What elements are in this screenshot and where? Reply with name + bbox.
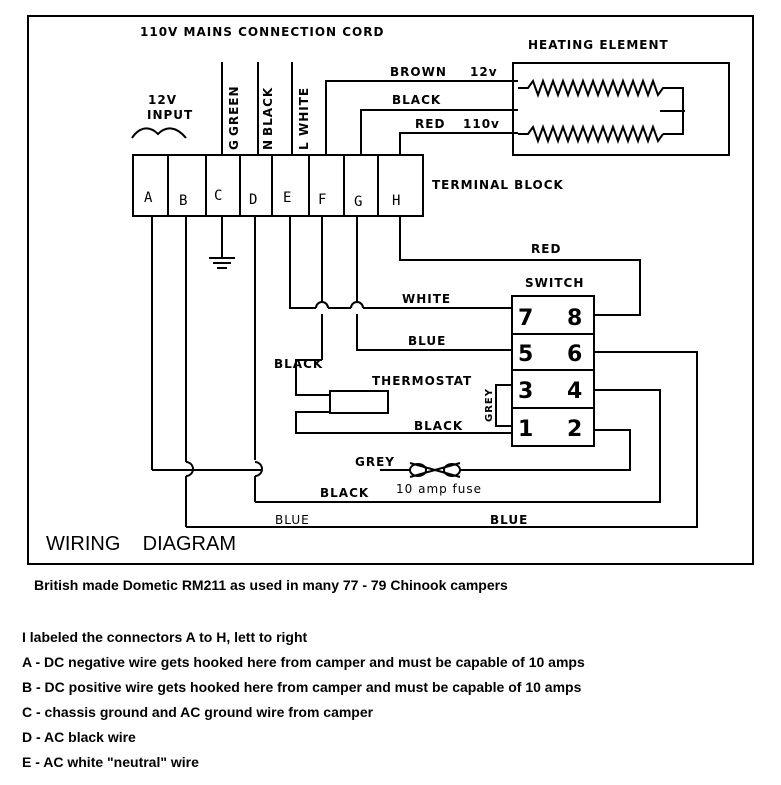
wire-label-12v: 12v	[470, 65, 498, 79]
wire-label-black-thermo: BLACK	[414, 419, 463, 433]
input-label: INPUT	[147, 108, 193, 122]
heating-element-label: HEATING ELEMENT	[528, 38, 669, 52]
wire-label-white: WHITE	[402, 292, 451, 306]
heating-coil-top	[518, 78, 684, 135]
terminal-f: F	[318, 192, 326, 208]
switch-terminal-5: 5	[518, 342, 533, 367]
switch-terminal-6: 6	[567, 342, 582, 367]
note-line: D - AC black wire	[22, 729, 136, 745]
heating-coil-bottom	[518, 124, 664, 144]
fuse-icon	[409, 462, 461, 478]
input-brace	[131, 127, 187, 139]
terminal-c: C	[214, 188, 222, 204]
switch-terminal-8: 8	[567, 306, 582, 331]
wire-label-black-bottom: BLACK	[320, 486, 369, 500]
switch-terminal-3: 3	[518, 379, 533, 404]
wiring-diagram: 110V MAINS CONNECTION CORD HEATING ELEME…	[27, 15, 754, 565]
switch-terminal-4: 4	[567, 379, 582, 404]
switch-label: SWITCH	[525, 276, 584, 290]
terminal-e: E	[283, 190, 291, 206]
thermostat-box	[329, 390, 389, 414]
fuse-label: 10 amp fuse	[396, 482, 482, 496]
terminal-a: A	[144, 190, 153, 206]
wire-label-red-mid: RED	[531, 242, 561, 256]
wire-label-blue-mid: BLUE	[408, 334, 446, 348]
wire-label-blue-right: BLUE	[490, 513, 528, 527]
thermostat-label: THERMOSTAT	[372, 374, 472, 388]
wire-label-blue-left: BLUE	[275, 513, 310, 527]
switch-terminal-2: 2	[567, 417, 582, 442]
note-line: B - DC positive wire gets hooked here fr…	[22, 679, 582, 695]
input-12v-label: 12V	[148, 93, 177, 107]
terminal-h: H	[392, 193, 400, 209]
switch-terminal-1: 1	[518, 417, 533, 442]
terminal-block-outline	[132, 154, 424, 217]
cord-white-label: WHITE	[297, 87, 311, 136]
switch-terminal-7: 7	[518, 306, 533, 331]
wire-label-brown: BROWN	[390, 65, 447, 79]
wire-label-grey-vertical: GREY	[484, 388, 495, 422]
heating-element-box	[512, 62, 730, 156]
diagram-frame	[27, 15, 754, 565]
note-line: A - DC negative wire gets hooked here fr…	[22, 654, 585, 670]
wire-label-red-top: RED	[415, 117, 445, 131]
cord-green-letter: G	[227, 139, 241, 150]
cord-white-letter: L	[297, 141, 311, 150]
wire-label-black-left: BLACK	[274, 357, 323, 371]
terminal-block-label: TERMINAL BLOCK	[432, 178, 564, 192]
note-line: E - AC white "neutral" wire	[22, 754, 199, 770]
wire-label-black-top: BLACK	[392, 93, 441, 107]
cord-black-label: BLACK	[261, 87, 275, 136]
wires	[131, 62, 730, 528]
wiring-diagram-label: WIRING DIAGRAM	[46, 533, 236, 555]
terminal-d: D	[249, 192, 257, 208]
diagram-caption: British made Dometic RM211 as used in ma…	[34, 577, 508, 593]
terminal-b: B	[179, 193, 187, 209]
note-line: C - chassis ground and AC ground wire fr…	[22, 704, 374, 720]
cord-green-label: GREEN	[227, 85, 241, 136]
wire-label-grey-bottom: GREY	[355, 455, 395, 469]
mains-cord-title: 110V MAINS CONNECTION CORD	[140, 25, 384, 39]
note-line: I labeled the connectors A to H, lett to…	[22, 629, 308, 645]
connector-notes-list: I labeled the connectors A to H, lett to…	[22, 625, 585, 775]
wire-label-110v: 110v	[463, 117, 500, 131]
terminal-g: G	[354, 194, 362, 210]
cord-black-letter: N	[261, 139, 275, 150]
